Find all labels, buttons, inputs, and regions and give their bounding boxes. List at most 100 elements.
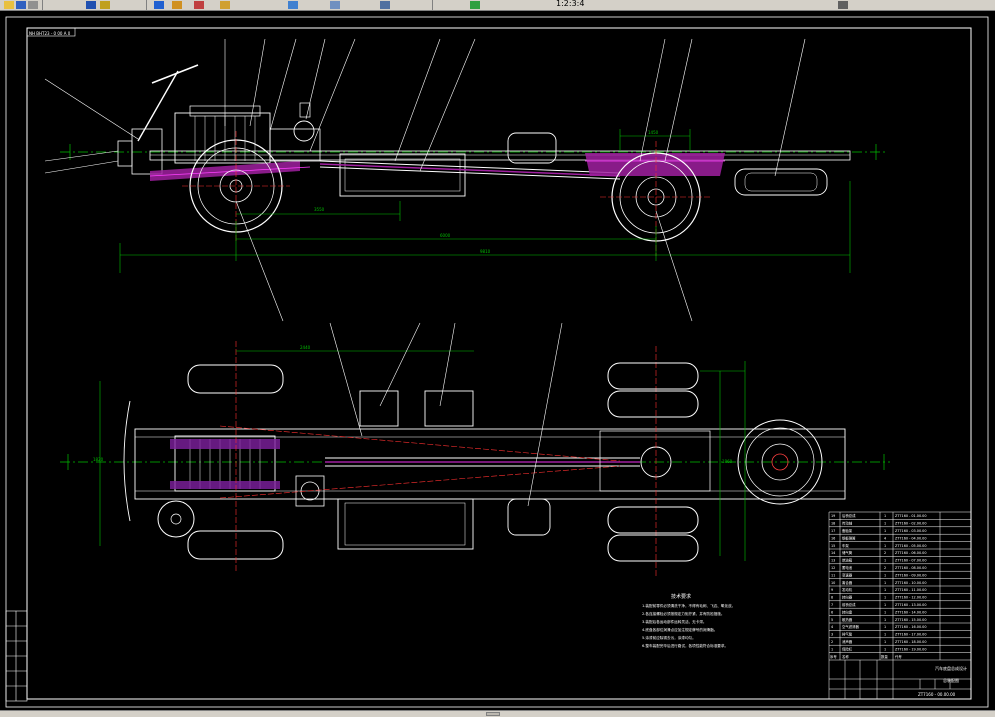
save-icon[interactable] bbox=[16, 1, 26, 9]
tech-line: 2.各连接螺栓必须按规定力矩拧紧，并有防松措施。 bbox=[642, 611, 725, 616]
bom-name: 空气滤清器 bbox=[842, 624, 860, 629]
scroll-thumb[interactable] bbox=[486, 712, 500, 716]
bom-header: 名称 bbox=[842, 654, 849, 659]
drawing-canvas[interactable]: NH BHT23 - 0 00 A 0 bbox=[0, 11, 995, 711]
bom-name: 转向器 bbox=[842, 595, 853, 600]
bom-qty: 1 bbox=[884, 581, 886, 585]
layer-icon[interactable] bbox=[330, 1, 340, 9]
dim-front: 3550 bbox=[314, 207, 325, 212]
bom-name: 发动机 bbox=[842, 587, 853, 592]
dim-width: 2440 bbox=[300, 345, 311, 350]
bom-name: 备胎架 bbox=[842, 528, 853, 533]
bom-code: ZT7160 - 11.00.00 bbox=[895, 588, 927, 592]
top-view: 1820 1860 2440 bbox=[60, 322, 890, 576]
dim-track-front: 1820 bbox=[93, 457, 104, 462]
tech-title: 技术要求 bbox=[671, 593, 691, 600]
cut-icon[interactable] bbox=[154, 1, 164, 9]
tech-line: 6.整车装配完毕后进行路试，各项性能符合标准要求。 bbox=[642, 643, 728, 648]
bom-qty: 1 bbox=[884, 647, 886, 651]
bom-name: 前桥总成 bbox=[842, 602, 856, 607]
print-icon[interactable] bbox=[28, 1, 38, 9]
outer-frame bbox=[5, 16, 989, 708]
bom-no: 13 bbox=[831, 559, 835, 563]
bom-qty: 1 bbox=[884, 544, 886, 548]
bom-no: 12 bbox=[831, 566, 835, 570]
bom-code: ZT7160 - 09.00.00 bbox=[895, 573, 927, 577]
bom-code: ZT7160 - 14.00.00 bbox=[895, 610, 927, 614]
drawing-code: ZT7160 - 00.00.00 bbox=[918, 692, 956, 697]
paste-icon[interactable] bbox=[194, 1, 204, 9]
dim-track-rear: 1860 bbox=[722, 459, 733, 464]
properties-icon[interactable] bbox=[838, 1, 848, 9]
bom-no: 15 bbox=[831, 544, 835, 548]
horizontal-scrollbar[interactable] bbox=[0, 710, 995, 717]
dim-overall: 6000 bbox=[440, 233, 451, 238]
bom-qty: 1 bbox=[884, 625, 886, 629]
drawing-title: 汽车底盘总成设计 bbox=[935, 665, 967, 671]
help-icon[interactable] bbox=[470, 1, 480, 9]
bom-no: 4 bbox=[831, 625, 833, 629]
bom-name: 变速器 bbox=[842, 572, 853, 577]
bom-code: ZT7160 - 10.00.00 bbox=[895, 581, 927, 585]
bom-no: 9 bbox=[831, 588, 833, 592]
bom-name: 燃油箱 bbox=[842, 558, 853, 563]
bom-no: 17 bbox=[831, 529, 835, 533]
bom-no: 3 bbox=[831, 633, 833, 637]
bom-no: 5 bbox=[831, 618, 833, 622]
bom-header: 序号 bbox=[830, 654, 837, 659]
bom-qty: 1 bbox=[884, 596, 886, 600]
bom-qty: 2 bbox=[884, 551, 886, 555]
bom-no: 8 bbox=[831, 596, 833, 600]
drawing-name: 总装配图 bbox=[943, 677, 959, 683]
bom-qty: 1 bbox=[884, 514, 886, 518]
bom-name: 传动轴 bbox=[842, 521, 853, 526]
bom-qty: 1 bbox=[884, 588, 886, 592]
bom-name: 散热器 bbox=[842, 617, 853, 622]
bom-name: 转向盘 bbox=[842, 609, 853, 614]
bom-code: ZT7160 - 01.00.00 bbox=[895, 514, 927, 518]
bom-code: ZT7160 - 18.00.00 bbox=[895, 640, 927, 644]
bom-qty: 1 bbox=[884, 603, 886, 607]
bom-name: 保险杠 bbox=[842, 646, 853, 651]
bom-code: ZT7160 - 02.00.00 bbox=[895, 522, 927, 526]
dim-rear: 1450 bbox=[648, 130, 659, 135]
bom-code: ZT7160 - 04.00.00 bbox=[895, 536, 927, 540]
bom-name: 后桥总成 bbox=[842, 513, 856, 518]
bom-code: ZT7160 - 03.00.00 bbox=[895, 529, 927, 533]
undo-icon[interactable] bbox=[86, 1, 96, 9]
bom-no: 6 bbox=[831, 610, 833, 614]
toolbar: 1:2:3:4 bbox=[0, 0, 995, 11]
corner-label-box bbox=[26, 27, 76, 37]
match-icon[interactable] bbox=[220, 1, 230, 9]
tech-line: 3.装配后各运动部件运转灵活，无卡滞。 bbox=[642, 619, 707, 624]
bom-code: ZT7160 - 07.00.00 bbox=[895, 559, 927, 563]
bom-code: ZT7160 - 15.00.00 bbox=[895, 618, 927, 622]
bom-qty: 2 bbox=[884, 566, 886, 570]
tech-requirements: 技术要求 1.装配前零件必须清洗干净，不得有毛刺、飞边、氧化皮。 2.各连接螺栓… bbox=[642, 593, 735, 648]
bom-name: 离合器 bbox=[842, 580, 853, 585]
copy-icon[interactable] bbox=[172, 1, 182, 9]
bom-no: 14 bbox=[831, 551, 835, 555]
open-icon[interactable] bbox=[4, 1, 14, 9]
bom-no: 1 bbox=[831, 647, 833, 651]
bom-qty: 1 bbox=[884, 522, 886, 526]
top-left-label: NH BHT23 - 0 00 A 0 bbox=[29, 31, 71, 36]
tech-line: 5.涂漆前应除锈去污，涂漆均匀。 bbox=[642, 635, 696, 640]
bom-qty: 1 bbox=[884, 640, 886, 644]
bom-name: 车架 bbox=[842, 543, 849, 548]
properties-icon[interactable] bbox=[380, 1, 390, 9]
bom-code: ZT7160 - 05.00.00 bbox=[895, 544, 927, 548]
zoom-icon[interactable] bbox=[288, 1, 298, 9]
bom-code: ZT7160 - 06.00.00 bbox=[895, 551, 927, 555]
bom-no: 19 bbox=[831, 514, 835, 518]
dim-total: 9810 bbox=[480, 249, 491, 254]
bom-no: 2 bbox=[831, 640, 833, 644]
bom-name: 储气筒 bbox=[842, 550, 853, 555]
bom-qty: 1 bbox=[884, 633, 886, 637]
bom-no: 16 bbox=[831, 536, 835, 540]
bom-header: 代号 bbox=[895, 654, 902, 659]
redo-icon[interactable] bbox=[100, 1, 110, 9]
bom-qty: 4 bbox=[884, 536, 886, 540]
bom-code: ZT7160 - 12.00.00 bbox=[895, 596, 927, 600]
